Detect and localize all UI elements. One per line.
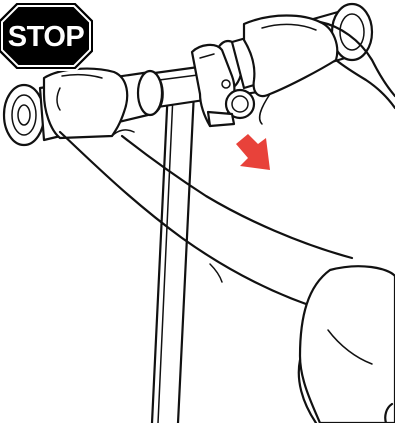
stop-sign-text: STOP [8,21,85,53]
left-hand [44,69,134,138]
scooter-stem [152,88,194,423]
right-hand [244,16,337,125]
down-right-arrow-icon [236,134,270,170]
left-arm [60,132,352,312]
torso [299,266,395,423]
stop-sign: STOP [0,2,94,70]
